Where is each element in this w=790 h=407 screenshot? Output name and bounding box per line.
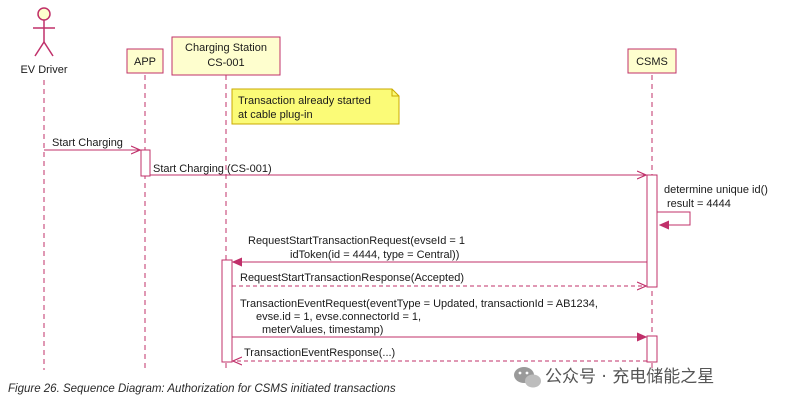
participant-charging-station-label-2: CS-001 [207,57,244,69]
actor-ev-driver-label: EV Driver [20,64,67,76]
wechat-icon [514,367,541,388]
activation-app [140,149,151,177]
actor-ev-driver-icon [33,7,55,57]
participant-csms-box [627,48,677,74]
message-request-start-response-label: RequestStartTransactionResponse(Accepted… [240,272,464,284]
message-transaction-event-label-2: evse.id = 1, evse.connectorId = 1, [256,311,421,323]
participant-charging-station-label-1: Charging Station [185,42,267,54]
participant-charging-station-box [171,36,281,76]
participant-app-label: APP [134,56,156,68]
message-transaction-event-response-label: TransactionEventResponse(...) [244,347,395,359]
activation-csms-2 [646,335,658,363]
figure-caption: Figure 26. Sequence Diagram: Authorizati… [8,383,396,395]
note-line-1: Transaction already started [238,95,371,107]
participant-app-box [126,48,164,74]
activation-csms-1 [646,174,658,288]
self-message-determine-id-label-1: determine unique id() [664,184,768,196]
message-start-charging-label: Start Charging [52,137,123,149]
note-line-2: at cable plug-in [238,109,313,121]
participant-csms-label: CSMS [636,56,668,68]
message-transaction-event-label-3: meterValues, timestamp) [262,324,383,336]
self-message-determine-id-arrow [657,211,691,225]
activation-charging-station [221,259,233,363]
message-transaction-event-label-1: TransactionEventRequest(eventType = Upda… [240,298,598,310]
message-request-start-label-1: RequestStartTransactionRequest(evseId = … [248,235,465,247]
watermark-text: 公众号 · 充电储能之星 [545,367,714,387]
note-transaction-started [231,88,400,125]
message-start-charging-cs001-label: Start Charging (CS-001) [153,163,272,175]
message-request-start-label-2: idToken(id = 4444, type = Central)) [290,249,459,261]
self-message-determine-id-label-2: result = 4444 [667,198,731,210]
